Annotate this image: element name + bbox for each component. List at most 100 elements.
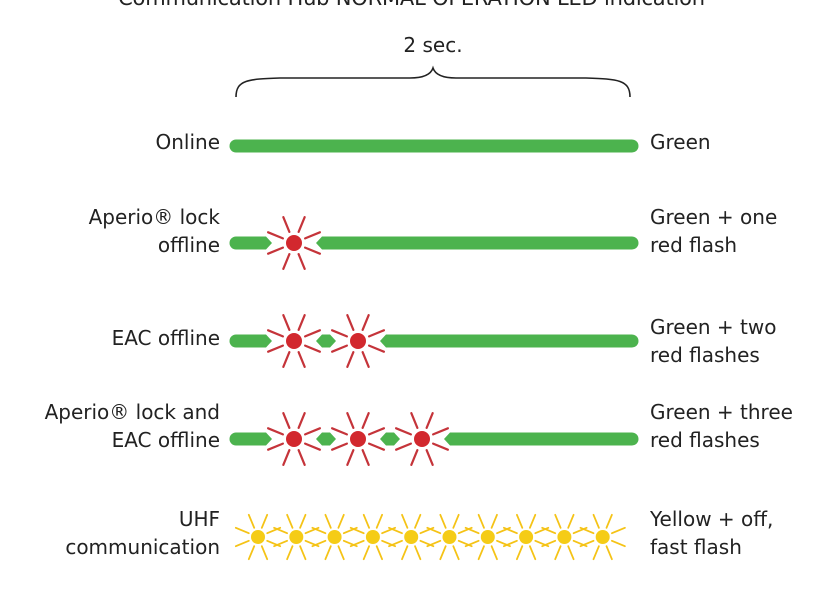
green-bar-segment bbox=[380, 334, 639, 348]
red-flash-ray bbox=[267, 246, 284, 255]
red-flash-ray bbox=[331, 329, 348, 338]
row-label-line: Aperio® lock and bbox=[44, 400, 220, 424]
red-flash-led bbox=[350, 431, 366, 447]
green-bar-segment bbox=[229, 334, 272, 348]
yellow-flash-ray bbox=[541, 526, 557, 535]
row-label-line: UHF bbox=[178, 507, 220, 531]
row-label-uhf: UHF communication bbox=[65, 505, 220, 561]
yellow-flash-ray bbox=[311, 539, 327, 548]
row-label-line: EAC offline bbox=[111, 428, 220, 452]
row-result-line: red flashes bbox=[650, 343, 760, 367]
yellow-flash-ray bbox=[260, 513, 269, 529]
red-flash-ray bbox=[282, 351, 291, 368]
row-label-eac-offline: EAC offline bbox=[112, 324, 220, 352]
yellow-flash-led bbox=[365, 530, 380, 544]
red-flash-ray bbox=[297, 351, 306, 368]
red-flash-ray bbox=[282, 412, 291, 429]
yellow-flash-ray bbox=[273, 526, 289, 535]
yellow-flash-ray bbox=[554, 545, 562, 561]
green-bar-segment bbox=[316, 236, 639, 250]
red-flash-ray bbox=[410, 412, 419, 429]
yellow-flash-led bbox=[595, 530, 610, 544]
yellow-flash-ray bbox=[324, 513, 332, 529]
yellow-flash-led bbox=[557, 530, 572, 544]
duration-label: 2 sec. bbox=[403, 33, 463, 57]
red-flash-ray bbox=[267, 427, 284, 436]
yellow-flash-ray bbox=[452, 545, 460, 561]
yellow-flash-led bbox=[442, 530, 457, 544]
red-flash-ray bbox=[282, 449, 291, 466]
red-flash-ray bbox=[267, 442, 284, 451]
row-label-aperio-offline: Aperio® lock offline bbox=[89, 203, 220, 259]
red-flash-ray bbox=[267, 344, 284, 353]
red-flash-ray bbox=[368, 329, 385, 338]
red-flash-ray bbox=[361, 314, 370, 331]
red-flash-ray bbox=[410, 449, 419, 466]
row-result-line: Green bbox=[650, 130, 711, 154]
yellow-flash-ray bbox=[490, 545, 498, 561]
red-flash-ray bbox=[331, 442, 348, 451]
diagram-title: Communication Hub NORMAL OPERATION LED i… bbox=[0, 0, 823, 10]
yellow-flash-ray bbox=[516, 545, 524, 561]
red-flash-ray bbox=[304, 231, 321, 240]
red-flash-ray bbox=[395, 442, 412, 451]
yellow-flash-ray bbox=[464, 526, 480, 535]
row-result-online: Green bbox=[650, 128, 711, 156]
row-label-aperio-eac-offline: Aperio® lock and EAC offline bbox=[45, 398, 220, 454]
yellow-flash-ray bbox=[477, 513, 485, 529]
yellow-flash-ray bbox=[605, 545, 613, 561]
yellow-flash-ray bbox=[516, 513, 524, 529]
duration-bracket bbox=[235, 65, 631, 98]
yellow-flash-ray bbox=[592, 545, 600, 561]
yellow-flash-ray bbox=[605, 513, 613, 529]
yellow-flash-ray bbox=[567, 545, 575, 561]
red-flash-ray bbox=[297, 449, 306, 466]
red-flash-ray bbox=[304, 329, 321, 338]
yellow-flash-led bbox=[289, 530, 304, 544]
yellow-flash-ray bbox=[464, 539, 480, 548]
yellow-flash-ray bbox=[439, 545, 447, 561]
yellow-flash-ray bbox=[502, 539, 518, 548]
row-result-line: Green + two bbox=[650, 315, 777, 339]
yellow-flash-ray bbox=[611, 526, 626, 535]
red-flash-ray bbox=[368, 344, 385, 353]
yellow-flash-ray bbox=[337, 545, 345, 561]
yellow-flash-ray bbox=[529, 545, 537, 561]
yellow-flash-ray bbox=[260, 545, 269, 561]
red-flash-ray bbox=[282, 216, 291, 233]
yellow-flash-ray bbox=[554, 513, 562, 529]
red-flash-ray bbox=[304, 246, 321, 255]
red-flash-ray bbox=[331, 344, 348, 353]
row-result-line: red flash bbox=[650, 233, 738, 257]
row-label-line: offline bbox=[157, 233, 220, 257]
yellow-flash-ray bbox=[234, 526, 250, 535]
yellow-flash-ray bbox=[477, 545, 485, 561]
row-result-line: red flashes bbox=[650, 428, 760, 452]
red-flash-ray bbox=[368, 427, 385, 436]
yellow-flash-ray bbox=[592, 513, 600, 529]
red-flash-ray bbox=[297, 216, 306, 233]
red-flash-ray bbox=[304, 344, 321, 353]
yellow-flash-ray bbox=[388, 539, 403, 548]
yellow-flash-ray bbox=[401, 513, 409, 529]
row-label-online: Online bbox=[155, 128, 220, 156]
yellow-flash-led bbox=[327, 530, 342, 544]
yellow-flash-ray bbox=[529, 513, 537, 529]
row-result-line: fast flash bbox=[650, 535, 742, 559]
red-flash-ray bbox=[267, 329, 284, 338]
yellow-flash-led bbox=[480, 530, 495, 544]
row-result-aperio-eac-offline: Green + three red flashes bbox=[650, 398, 793, 454]
green-bar-segment bbox=[316, 334, 336, 348]
yellow-flash-ray bbox=[349, 539, 365, 548]
yellow-flash-led bbox=[251, 530, 265, 544]
yellow-flash-ray bbox=[299, 513, 307, 529]
yellow-flash-led bbox=[519, 530, 534, 544]
green-bar-segment bbox=[316, 432, 336, 446]
red-flash-ray bbox=[282, 314, 291, 331]
row-result-aperio-offline: Green + one red flash bbox=[650, 203, 777, 259]
red-flash-ray bbox=[395, 427, 412, 436]
yellow-flash-ray bbox=[234, 539, 250, 548]
yellow-flash-ray bbox=[567, 513, 575, 529]
row-label-line: Aperio® lock bbox=[88, 205, 220, 229]
